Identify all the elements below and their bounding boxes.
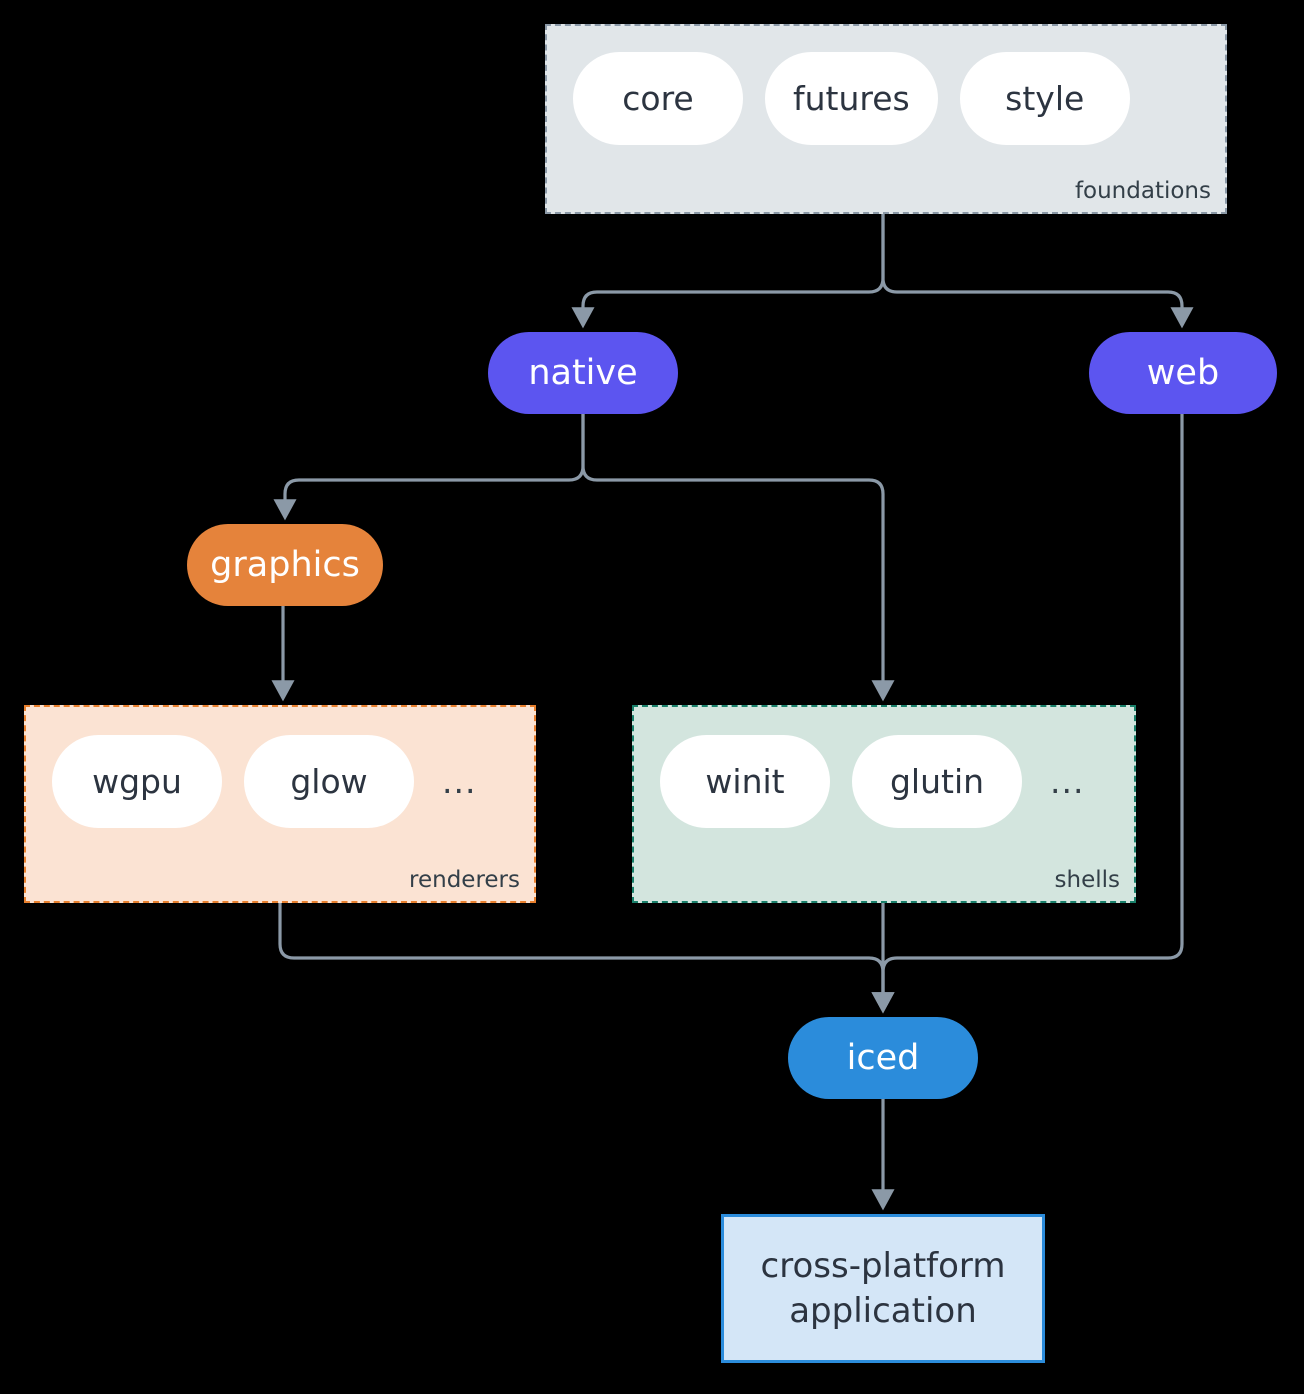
- node-style[interactable]: style: [959, 52, 1130, 145]
- edge-foundations-web: [881, 212, 1194, 329]
- application-line-2: application: [789, 1290, 977, 1331]
- node-web[interactable]: web: [1089, 332, 1277, 414]
- node-glutin[interactable]: glutin: [852, 735, 1022, 828]
- edge-foundations-native: [571, 212, 885, 329]
- cluster-shells-label: shells: [1054, 867, 1120, 893]
- node-wgpu[interactable]: wgpu: [52, 735, 222, 828]
- node-cross-platform-application[interactable]: cross-platform application: [721, 1214, 1045, 1363]
- cluster-renderers-nodes: wgpu glow ...: [52, 735, 482, 828]
- node-iced[interactable]: iced: [788, 1017, 978, 1099]
- cluster-foundations-label: foundations: [1074, 178, 1211, 204]
- edge-native-graphics: [273, 412, 585, 521]
- cluster-renderers: wgpu glow ... renderers: [24, 705, 536, 903]
- edge-native-shells: [581, 412, 895, 702]
- cluster-foundations: core futures style foundations: [545, 24, 1227, 214]
- cluster-shells-nodes: winit glutin ...: [660, 735, 1090, 828]
- edge-renderers-iced: [278, 901, 895, 1014]
- node-winit[interactable]: winit: [660, 735, 830, 828]
- node-glow[interactable]: glow: [244, 735, 414, 828]
- renderers-ellipsis-icon: ...: [442, 762, 477, 801]
- application-line-1: cross-platform: [760, 1246, 1006, 1287]
- node-futures[interactable]: futures: [765, 52, 938, 145]
- node-core[interactable]: core: [573, 52, 743, 145]
- cluster-renderers-label: renderers: [409, 867, 520, 893]
- cluster-foundations-nodes: core futures style: [573, 52, 1130, 145]
- node-graphics[interactable]: graphics: [187, 524, 383, 606]
- cluster-shells: winit glutin ... shells: [632, 705, 1136, 903]
- shells-ellipsis-icon: ...: [1050, 762, 1085, 801]
- node-native[interactable]: native: [488, 332, 678, 414]
